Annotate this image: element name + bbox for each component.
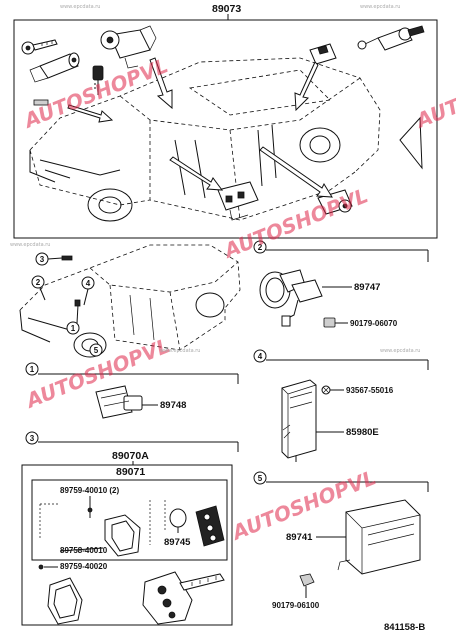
key-case-shell-icon xyxy=(104,514,141,557)
dashed-guide xyxy=(39,500,166,545)
part-85980E-label: 85980E xyxy=(346,427,379,438)
callout-1-small: 1 xyxy=(66,299,81,335)
part-89748-label: 89748 xyxy=(160,400,186,411)
part-89071-label: 89071 xyxy=(116,466,145,478)
screw-icon xyxy=(323,317,336,328)
remote-key-icon xyxy=(142,571,225,625)
garnish-piece-icon xyxy=(399,116,423,170)
key-fob-icon xyxy=(92,65,104,95)
switch-icon xyxy=(309,43,337,65)
svg-text:1: 1 xyxy=(30,365,35,374)
callout-3-small: 3 xyxy=(35,252,73,266)
part-89747-label: 89747 xyxy=(354,282,380,293)
buzzer-icon xyxy=(95,385,143,419)
part-90179-06100-label: 90179-06100 xyxy=(272,601,320,610)
transponder-coil-icon xyxy=(259,269,323,327)
screw-icon xyxy=(321,385,331,395)
section-3-inner-frame xyxy=(31,479,228,561)
svg-text:2: 2 xyxy=(258,243,263,252)
part-89759-40010-label: 89759-40010 (2) xyxy=(60,486,119,495)
svg-text:3: 3 xyxy=(40,255,45,264)
battery-icon xyxy=(169,508,187,528)
part-90179-06070-label: 90179-06070 xyxy=(350,319,398,328)
pointer-arrow xyxy=(149,57,173,110)
callout-4-small: 4 xyxy=(81,276,95,306)
remote-button-pad-icon xyxy=(195,505,225,547)
top-assembly-frame xyxy=(13,19,438,239)
svg-text:5: 5 xyxy=(94,346,99,355)
callout-2-small: 2 xyxy=(31,275,46,301)
section-3-outer-frame xyxy=(21,464,233,626)
svg-text:www.epcdata.ru: www.epcdata.ru xyxy=(60,4,100,10)
assembly-number-label: 89073 xyxy=(212,3,241,15)
key-icon xyxy=(21,39,58,55)
section-4-header: 4 xyxy=(253,349,429,370)
part-89759-40020-label: 89759-40020 xyxy=(60,562,108,571)
part-89070A-label: 89070A xyxy=(112,450,149,462)
section-1-header: 1 xyxy=(25,362,239,384)
callout-5-small: 5 xyxy=(89,343,103,357)
watermark: AUTOSHOPVL AUTOSHOPVL AUTOSHOPVL AUTOSHO… xyxy=(19,53,456,545)
screw-icon xyxy=(87,507,93,518)
svg-text:www.epcdata.ru: www.epcdata.ru xyxy=(160,348,200,354)
section-2-header: 2 xyxy=(253,240,429,262)
svg-text:www.epcdata.ru: www.epcdata.ru xyxy=(360,4,400,10)
svg-text:www.epcdata.ru: www.epcdata.ru xyxy=(10,242,50,248)
pointer-arrow xyxy=(259,146,333,198)
section-5-header: 5 xyxy=(253,471,429,492)
svg-text:2: 2 xyxy=(36,278,41,287)
figure-code: 841158-B xyxy=(384,622,425,633)
svg-text:4: 4 xyxy=(86,279,91,288)
svg-text:3: 3 xyxy=(30,434,35,443)
svg-text:AUTOSHOPVL: AUTOSHOPVL xyxy=(411,53,456,133)
steering-lock-icon xyxy=(100,25,157,69)
lock-cylinder-icon xyxy=(29,52,80,83)
section-3-header: 3 xyxy=(25,431,239,452)
watermark-site-text: www.epcdata.ru www.epcdata.ru www.epcdat… xyxy=(10,4,420,354)
pointer-arrow xyxy=(169,156,224,191)
key-shell-icon xyxy=(47,577,83,625)
car-illustration-small xyxy=(19,244,241,358)
svg-text:1: 1 xyxy=(71,324,76,333)
ecu-module-icon xyxy=(281,379,317,462)
nut-icon xyxy=(299,573,315,587)
svg-text:5: 5 xyxy=(258,474,263,483)
screw-icon xyxy=(38,564,44,570)
part-89741-label: 89741 xyxy=(286,532,313,543)
remote-receiver-module-icon xyxy=(337,499,421,575)
pointer-arrow xyxy=(67,104,114,123)
door-lock-actuator-icon xyxy=(217,181,259,221)
part-89745-label: 89745 xyxy=(164,537,191,548)
part-89758-40010-text: 89758-40010 xyxy=(60,546,108,555)
svg-text:4: 4 xyxy=(258,352,263,361)
chip-icon xyxy=(33,99,49,106)
part-93567-55016-label: 93567-55016 xyxy=(346,386,394,395)
pointer-arrow xyxy=(294,61,319,112)
svg-text:www.epcdata.ru: www.epcdata.ru xyxy=(380,348,420,354)
leader-89758-40010 xyxy=(59,547,104,552)
door-lock-cylinder-icon xyxy=(357,25,425,51)
